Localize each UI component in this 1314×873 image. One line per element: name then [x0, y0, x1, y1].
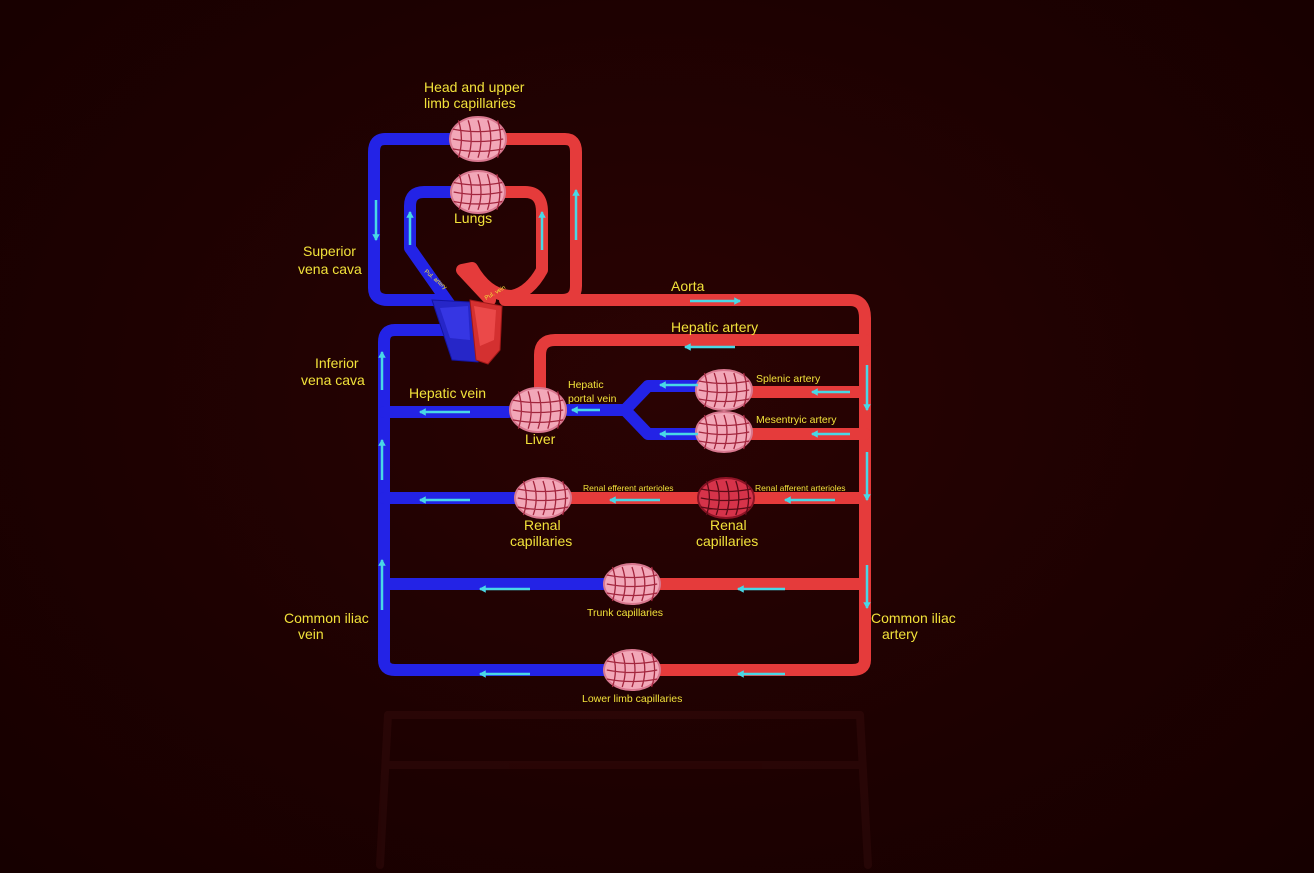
arrow-portal-2: [658, 430, 698, 438]
veins: [368, 133, 704, 676]
hepatic-portal-vein-label-2: portal vein: [568, 393, 617, 405]
arrow-renal-right: [783, 496, 835, 504]
arrow-descending-aorta-3: [863, 565, 871, 610]
floor-reflection: [376, 711, 872, 869]
flow-arrows: [372, 188, 871, 678]
hepatic-artery-vessel: [534, 334, 871, 396]
arrow-svc: [372, 200, 380, 242]
pulmonary-artery: [404, 186, 458, 311]
lungs-label: Lungs: [454, 210, 492, 226]
aorta-label: Aorta: [671, 278, 705, 294]
inferior-vena-cava-label-2: vena cava: [301, 372, 365, 388]
common-iliac-artery-label-1: Common iliac: [871, 610, 956, 626]
renal-capillaries-right-label-1: Renal: [710, 517, 747, 533]
common-iliac-vein-label-2: vein: [298, 626, 324, 642]
arrow-aorta: [690, 297, 742, 305]
capillary-trunk: [603, 563, 661, 605]
arrow-renal-left: [608, 496, 660, 504]
lower-limb-capillaries-label: Lower limb capillaries: [582, 693, 682, 705]
superior-vena-cava-label-1: Superior: [303, 243, 356, 259]
renal-capillaries-left-label-1: Renal: [524, 517, 561, 533]
mesenteric-artery-label: Mesentryic artery: [756, 414, 837, 426]
hepatic-vein-label: Hepatic vein: [409, 385, 486, 401]
aorta-vessel: [499, 294, 871, 676]
renal-afferent-label: Renal afferent arterioles: [755, 483, 846, 493]
labels: Head and upper limb capillaries Lungs Su…: [284, 79, 956, 705]
capillary-head: [449, 116, 507, 162]
arrow-renal-vein: [418, 496, 470, 504]
capillary-mesenteric: [695, 411, 753, 453]
arrow-portal-3: [570, 406, 600, 414]
arrow-hepatic-artery: [683, 343, 735, 351]
capillary-beds: [449, 116, 755, 691]
heart: Pul. artery Pul. vein: [423, 269, 507, 365]
inferior-vena-cava-label-1: Inferior: [315, 355, 359, 371]
hepatic-portal-vein-label-1: Hepatic: [568, 379, 604, 391]
arrow-ivc-2: [378, 438, 386, 480]
common-iliac-vein-label-1: Common iliac: [284, 610, 369, 626]
arrow-head-artery: [572, 188, 580, 240]
arrow-mesenteric: [810, 430, 850, 438]
arrow-pulmonary-artery: [406, 210, 414, 245]
capillary-lungs: [450, 170, 506, 214]
head-capillaries-label-2: limb capillaries: [424, 95, 516, 111]
arteries: [456, 133, 871, 676]
arrow-hepatic-vein: [418, 408, 470, 416]
arrow-splenic: [810, 388, 850, 396]
splenic-artery-label: Splenic artery: [756, 373, 821, 385]
arrow-descending-aorta-1: [863, 365, 871, 412]
capillary-liver: [509, 387, 567, 433]
arrow-lower-vein: [478, 670, 530, 678]
arrow-lung-return: [538, 210, 546, 250]
arrow-descending-aorta-2: [863, 452, 871, 502]
arrow-lower-artery: [736, 670, 785, 678]
common-iliac-artery-label-2: artery: [882, 626, 918, 642]
arrow-portal-1: [658, 381, 698, 389]
capillary-renal-left: [514, 477, 572, 519]
capillary-renal-right: [697, 477, 755, 519]
arrow-ivc-1: [378, 558, 386, 610]
superior-vena-cava: [368, 133, 458, 324]
renal-capillaries-right-label-2: capillaries: [696, 533, 758, 549]
trunk-capillaries-label: Trunk capillaries: [587, 607, 663, 619]
renal-efferent-label: Renal efferent arterioles: [583, 483, 674, 493]
hepatic-artery-label: Hepatic artery: [671, 319, 758, 335]
superior-vena-cava-label-2: vena cava: [298, 261, 362, 277]
arrow-trunk-artery: [736, 585, 785, 593]
arrow-ivc-3: [378, 350, 386, 390]
capillary-lower-limb: [603, 649, 661, 691]
capillary-splenic: [695, 369, 753, 411]
renal-capillaries-left-label-2: capillaries: [510, 533, 572, 549]
arrow-trunk-vein: [478, 585, 530, 593]
pulmonary-vein: [456, 186, 548, 306]
head-capillaries-label-1: Head and upper: [424, 79, 525, 95]
liver-label: Liver: [525, 431, 556, 447]
